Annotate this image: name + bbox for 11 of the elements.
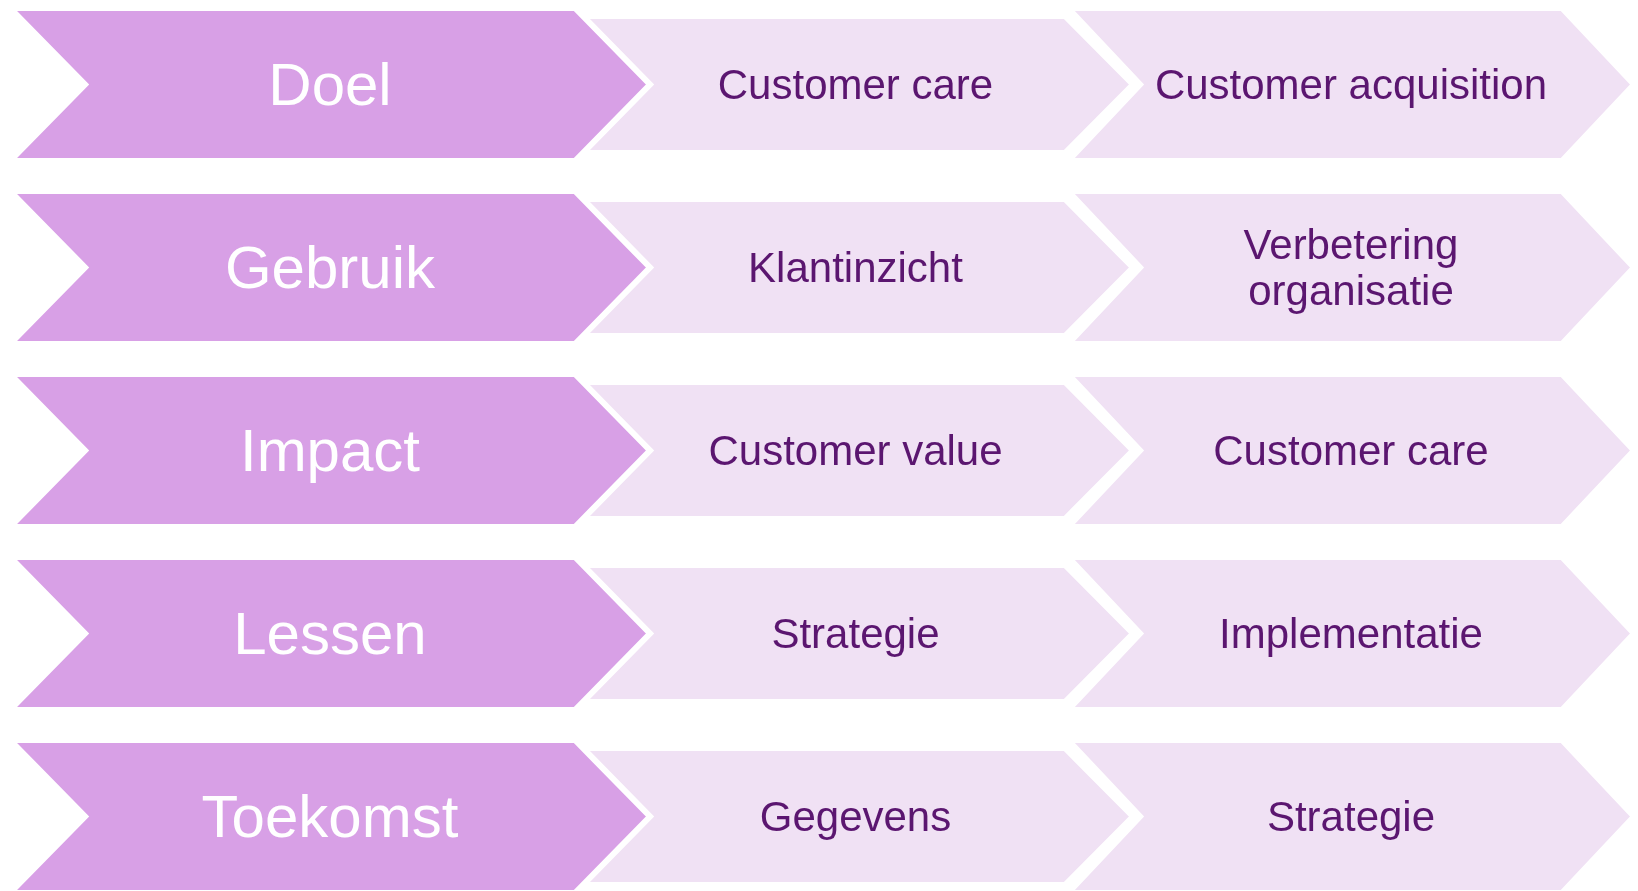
step-label: Implementatie bbox=[1218, 610, 1484, 657]
step-label: Toekomst bbox=[200, 783, 460, 850]
step-label: Strategie bbox=[1265, 793, 1437, 840]
step-label: Gebruik bbox=[223, 234, 437, 301]
step-label: Lessen bbox=[232, 600, 428, 667]
step-label: Customer acquisition bbox=[1153, 61, 1549, 108]
step-label: Impact bbox=[238, 417, 422, 484]
step-label: Customer value bbox=[707, 427, 1004, 474]
step-label: Customer care bbox=[1212, 427, 1490, 474]
step-label: Verbetering organisatie bbox=[1242, 221, 1460, 314]
step-label: Doel bbox=[267, 51, 393, 118]
